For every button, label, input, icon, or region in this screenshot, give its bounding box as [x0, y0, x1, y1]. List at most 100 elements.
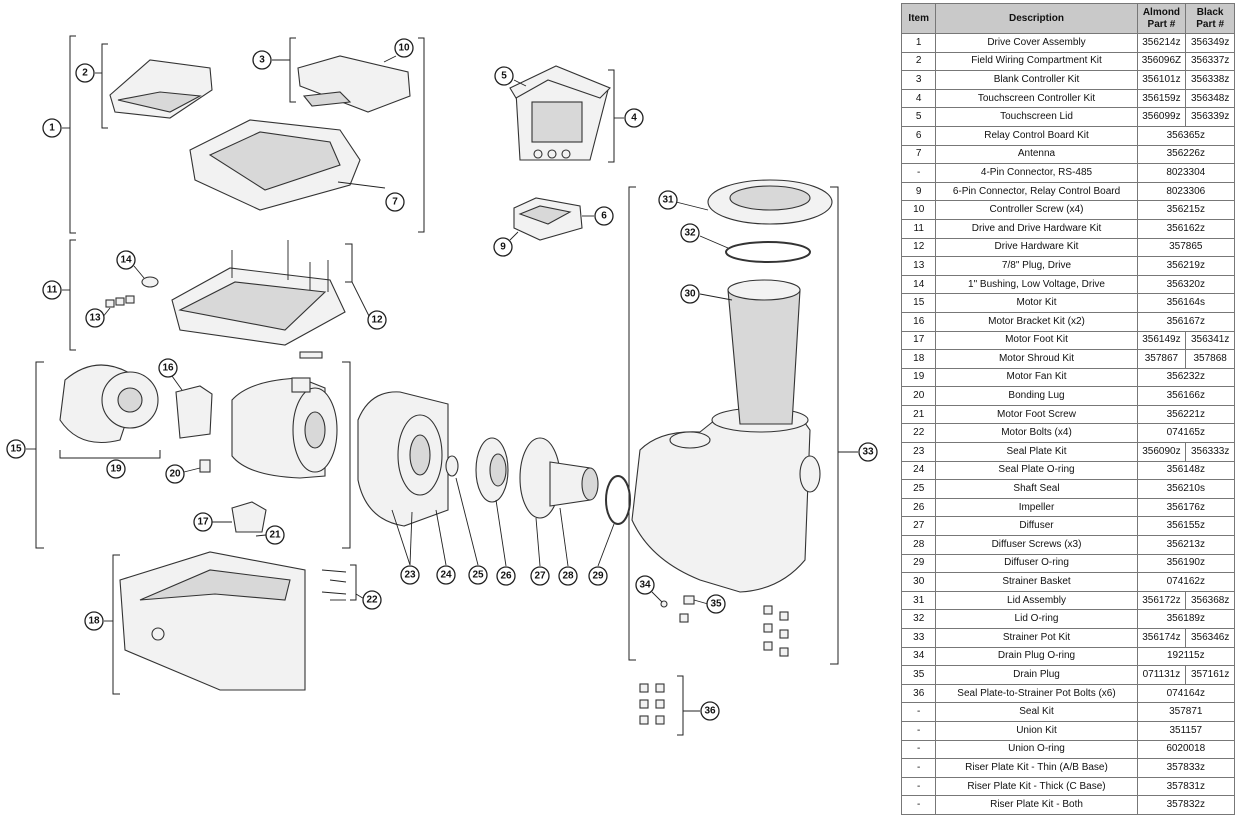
table-row: -Riser Plate Kit - Thin (A/B Base)357833…	[900, 758, 1236, 778]
cell-part-number: 356226z	[1136, 144, 1236, 165]
cell-description: Diffuser	[935, 516, 1138, 537]
cell-description: Motor Bolts (x4)	[935, 423, 1138, 444]
cell-item: 4	[900, 88, 937, 109]
svg-text:18: 18	[88, 616, 100, 627]
svg-text:27: 27	[534, 571, 546, 582]
cell-black-part: 357868	[1185, 349, 1235, 369]
cell-item: 32	[900, 609, 937, 629]
parts-table-header: Item Description Almond Part # Black Par…	[900, 3, 1235, 34]
callout-25: 25	[468, 565, 488, 585]
callout-7: 7	[385, 192, 405, 212]
cell-almond-part: 356214z	[1136, 33, 1187, 53]
cell-part-number: 8023306	[1136, 181, 1236, 202]
cell-part-number: 356176z	[1136, 497, 1236, 518]
callout-27: 27	[530, 566, 550, 586]
svg-text:36: 36	[704, 706, 716, 717]
cell-description: Motor Kit	[935, 293, 1138, 313]
motor-bracket-part	[175, 385, 213, 439]
callout-4: 4	[624, 108, 644, 128]
cell-part-number: 356232z	[1136, 367, 1236, 388]
cell-description: Touchscreen Controller Kit	[935, 88, 1138, 109]
cell-description: Field Wiring Compartment Kit	[935, 51, 1138, 72]
cell-description: Motor Foot Screw	[935, 404, 1138, 425]
motor-part	[231, 377, 338, 479]
plug-bushing-parts	[105, 276, 159, 308]
cell-part-number: 356213z	[1136, 535, 1236, 555]
cell-item: 25	[900, 479, 937, 499]
callout-33: 33	[858, 442, 878, 462]
cell-part-number: 356190z	[1136, 553, 1236, 574]
cell-item: -	[900, 720, 937, 741]
field-wiring-compartment-part	[109, 59, 213, 119]
cell-item: 22	[900, 423, 937, 444]
cell-description: Drive Cover Assembly	[935, 33, 1138, 53]
callout-28: 28	[558, 566, 578, 586]
header-black-line1: Black	[1196, 6, 1224, 18]
cell-black-part: 356339z	[1185, 107, 1235, 127]
cell-item: 7	[900, 144, 937, 165]
cell-item: 15	[900, 293, 937, 313]
callout-32: 32	[680, 223, 700, 243]
shaft-seal-part	[445, 455, 459, 477]
cell-item: 30	[900, 572, 937, 592]
cell-black-part: 356348z	[1185, 88, 1235, 109]
cell-almond-part: 356101z	[1136, 70, 1187, 90]
callout-17: 17	[193, 512, 213, 532]
cell-part-number: 074164z	[1136, 683, 1236, 704]
callout-24: 24	[436, 565, 456, 585]
cell-part-number: 356148z	[1136, 460, 1236, 481]
cell-part-number: 357865	[1136, 237, 1236, 258]
callout-2: 2	[75, 63, 95, 83]
svg-text:34: 34	[639, 580, 651, 591]
cell-part-number: 357831z	[1136, 776, 1236, 797]
cell-description: 6-Pin Connector, Relay Control Board	[935, 181, 1138, 202]
svg-text:5: 5	[501, 71, 507, 82]
cell-almond-part: 356099z	[1136, 107, 1187, 127]
callout-34: 34	[635, 575, 655, 595]
cell-item: 19	[900, 367, 937, 388]
callout-30: 30	[680, 284, 700, 304]
cell-part-number: 356162z	[1136, 218, 1236, 239]
svg-text:25: 25	[472, 570, 484, 581]
callout-23: 23	[400, 565, 420, 585]
diffuser-part	[519, 437, 599, 519]
cell-part-number: 192115z	[1136, 646, 1236, 667]
cell-description: Diffuser O-ring	[935, 553, 1138, 574]
cell-black-part: 356338z	[1185, 70, 1235, 90]
callout-9: 9	[493, 237, 513, 257]
cell-almond-part: 071131z	[1136, 665, 1187, 685]
svg-text:35: 35	[710, 599, 722, 610]
cell-item: 13	[900, 256, 937, 276]
cell-description: Strainer Pot Kit	[935, 628, 1138, 648]
cell-description: Riser Plate Kit - Thin (A/B Base)	[935, 758, 1138, 778]
cell-item: 3	[900, 70, 937, 90]
cell-description: Union O-ring	[935, 739, 1138, 760]
relay-control-board-part	[513, 197, 583, 241]
header-black-line2: Part #	[1196, 18, 1225, 30]
impeller-part	[475, 437, 509, 503]
cell-description: Lid O-ring	[935, 609, 1138, 629]
cell-almond-part: 356149z	[1136, 330, 1187, 351]
cell-item: 26	[900, 497, 937, 518]
callout-1: 1	[42, 118, 62, 138]
cell-part-number: 356320z	[1136, 274, 1236, 295]
callout-13: 13	[85, 308, 105, 328]
cell-almond-part: 356159z	[1136, 88, 1187, 109]
cell-almond-part: 356096Z	[1136, 51, 1187, 72]
callout-29: 29	[588, 566, 608, 586]
